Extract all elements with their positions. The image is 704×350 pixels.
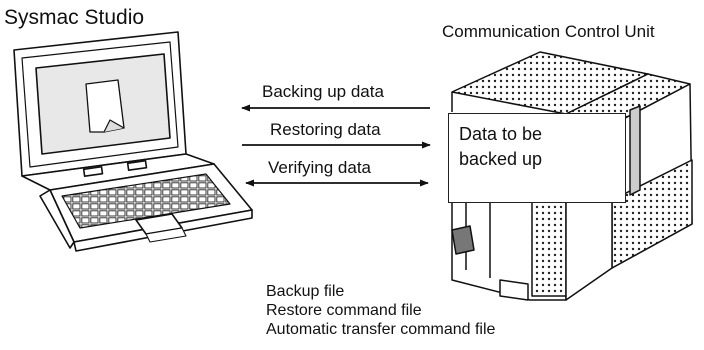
laptop-icon (13, 31, 253, 252)
communication-control-unit-label: Communication Control Unit (442, 22, 655, 41)
sysmac-studio-label: Sysmac Studio (4, 6, 145, 29)
file-item-backup: Backup file (266, 283, 345, 300)
restoring-data-label: Restoring data (270, 120, 381, 139)
document-icon (85, 79, 125, 133)
file-item-automatic-transfer-command: Automatic transfer command file (266, 321, 496, 338)
data-to-be-backed-up-box: Data to be backed up (448, 113, 626, 203)
file-list: Backup file Restore command file Automat… (266, 282, 495, 339)
file-item-restore-command: Restore command file (266, 302, 422, 319)
verifying-data-label: Verifying data (268, 158, 372, 177)
backing-up-data-label: Backing up data (262, 82, 384, 101)
data-box-text: Data to be backed up (459, 124, 543, 169)
arrows (241, 104, 431, 187)
